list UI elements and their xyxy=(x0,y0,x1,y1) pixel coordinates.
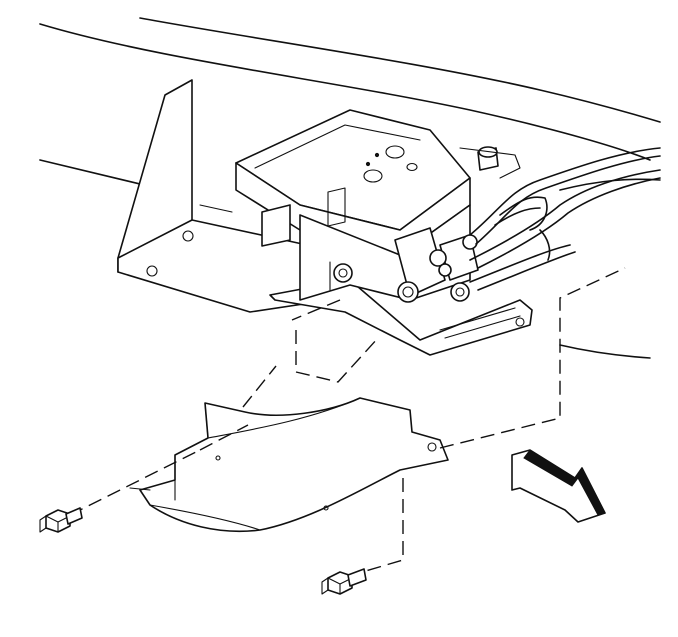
brake-lines xyxy=(469,147,661,291)
front-direction-arrow xyxy=(511,449,606,523)
ehcu-modulator-assembly xyxy=(235,109,521,303)
assembly-guide-lines xyxy=(69,267,626,576)
upper-bolt xyxy=(39,507,83,533)
bracket-strap xyxy=(269,279,533,356)
lower-bolt xyxy=(321,568,367,595)
lower-shield xyxy=(129,397,449,533)
